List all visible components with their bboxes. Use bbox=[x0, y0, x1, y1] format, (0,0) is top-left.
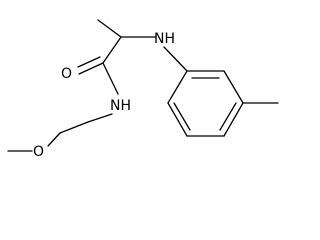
atom-label-amide-nh: NH bbox=[110, 98, 131, 114]
bond-carbonyl-amide-n bbox=[102, 62, 119, 95]
ring-bond-2 bbox=[223, 70, 244, 104]
bond-ch2-ch2 bbox=[59, 121, 89, 134]
ring-bond-6 bbox=[167, 70, 188, 104]
atom-label-ether-o: O bbox=[33, 144, 44, 160]
bond-ch2-ether-o bbox=[47, 132, 61, 147]
atom-label-amine-nh: NH bbox=[154, 31, 175, 47]
bond-methyl-alpha bbox=[97, 19, 122, 38]
ring-double-bond-b bbox=[219, 102, 237, 131]
bond-carbonyl-double-1 bbox=[78, 62, 104, 75]
ring-double-bond-c bbox=[173, 102, 191, 131]
chemical-structure: O NH NH O bbox=[7, 19, 279, 160]
bond-carbonyl-double-2 bbox=[77, 56, 101, 68]
bond-amide-n-ch2 bbox=[87, 113, 113, 123]
ring-bond-3 bbox=[223, 102, 244, 137]
bond-amine-n-aryl bbox=[163, 46, 188, 72]
bond-alpha-carbonyl bbox=[102, 36, 122, 64]
atom-label-carbonyl-o: O bbox=[61, 66, 72, 82]
ring-bond-5 bbox=[167, 102, 188, 137]
